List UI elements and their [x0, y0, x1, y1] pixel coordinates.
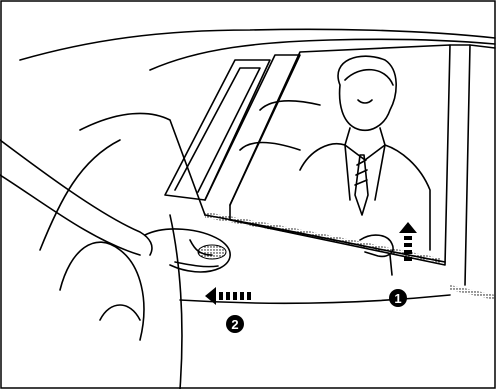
step-2-marker: 2: [226, 315, 244, 333]
passenger-hair: [345, 70, 393, 85]
passenger-head: [338, 56, 396, 130]
svg-text:1: 1: [394, 291, 401, 306]
rear-wheel-arch: [60, 242, 144, 340]
door-window-frame: [230, 45, 450, 265]
outside-door-handle: [198, 245, 226, 259]
door-front-edge: [170, 215, 182, 389]
roof-inner-line: [150, 39, 495, 70]
rear-seat-back: [260, 101, 320, 110]
svg-text:2: 2: [231, 317, 238, 332]
step-1-marker: 1: [389, 289, 407, 307]
b-pillar: [205, 55, 300, 205]
rear-door-edge: [80, 113, 205, 215]
lock-knob: [390, 255, 392, 275]
c-pillar: [450, 45, 470, 285]
reaching-arm: [0, 140, 152, 255]
